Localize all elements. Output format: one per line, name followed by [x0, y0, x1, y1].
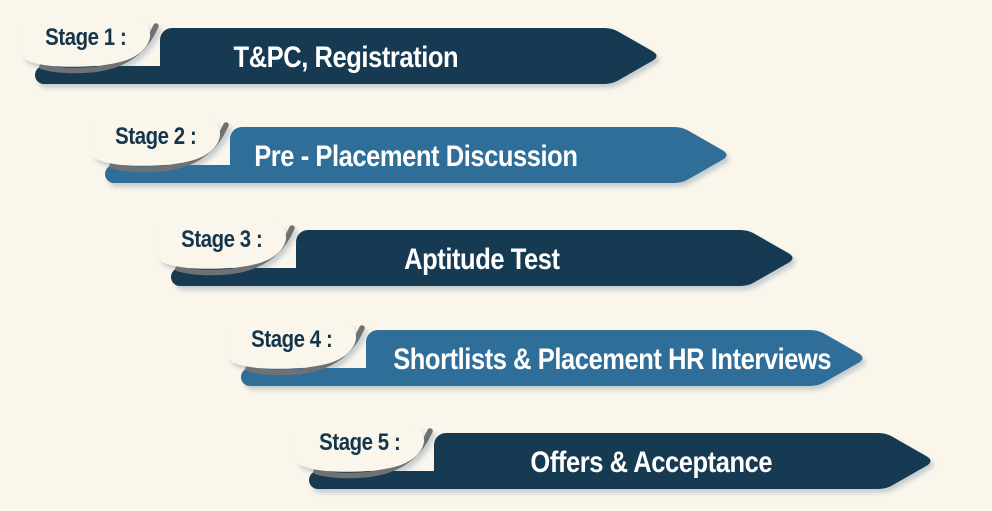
stage-title: Aptitude Test [404, 242, 560, 275]
stage-row-2: Stage 2 : Pre - Placement Discussion [92, 105, 744, 205]
stage-label-tab [158, 222, 286, 269]
stage-banner-arrow [35, 28, 657, 84]
stage-banner-arrow [105, 127, 727, 183]
stage-label-tab [92, 119, 220, 166]
stage-title: Pre - Placement Discussion [254, 139, 577, 172]
stage-label: Stage 4 : [251, 325, 332, 352]
stage-title: T&PC, Registration [234, 40, 459, 73]
stage-row-3: Stage 3 : Aptitude Test [158, 208, 810, 308]
stage-title: Shortlists & Placement HR Interviews [393, 342, 831, 375]
stage-label-tab [22, 20, 150, 67]
stage-label-tab [228, 322, 356, 369]
stage-label: Stage 5 : [319, 428, 400, 455]
stage-row-1: Stage 1 : T&PC, Registration [22, 6, 674, 106]
stage-banner-arrow [309, 433, 931, 489]
stage-title: Offers & Acceptance [530, 445, 772, 478]
stage-row-4: Stage 4 : Shortlists & Placement HR Inte… [228, 308, 880, 408]
stage-label: Stage 1 : [45, 23, 126, 50]
stage-banner-arrow [171, 230, 793, 286]
stage-label: Stage 3 : [181, 225, 262, 252]
stage-label: Stage 2 : [115, 122, 196, 149]
stage-row-5: Stage 5 : Offers & Acceptance [296, 411, 948, 511]
stage-label-tab [296, 425, 424, 472]
stage-banner-arrow [241, 330, 863, 386]
